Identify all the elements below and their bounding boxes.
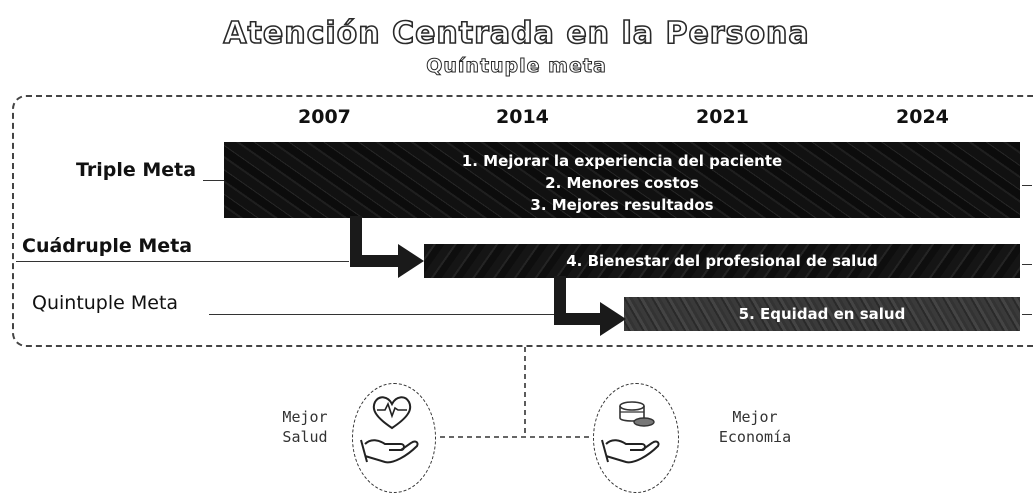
benefit-health-line1: Mejor xyxy=(282,408,328,426)
elbow-arrow-2 xyxy=(554,276,626,336)
page-title: Atención Centrada en la Persona xyxy=(223,15,810,52)
right-tick-cuadruple xyxy=(1022,264,1032,265)
benefit-health-label: Mejor Salud xyxy=(264,407,346,447)
goal-bar-triple: 1. Mejorar la experiencia del paciente 2… xyxy=(224,142,1020,218)
goal-text-3: 3. Mejores resultados xyxy=(530,196,714,214)
guide-line-quintuple xyxy=(209,314,555,315)
benefit-economy-line2: Economía xyxy=(718,428,792,446)
right-tick-triple xyxy=(1022,185,1032,186)
goal-text-4: 4. Bienestar del profesional de salud xyxy=(566,252,878,270)
benefit-economy-label: Mejor Economía xyxy=(700,407,810,447)
year-label-2014: 2014 xyxy=(496,106,549,128)
heart-in-hand-icon xyxy=(360,396,419,464)
benefit-economy-circle xyxy=(593,383,679,493)
year-label-2007: 2007 xyxy=(298,106,351,128)
row-label-quintuple-meta: Quintuple Meta xyxy=(32,292,179,314)
page-subtitle: Quíntuple meta xyxy=(426,55,607,78)
row-label-triple-meta: Triple Meta xyxy=(76,159,197,181)
year-label-2021: 2021 xyxy=(696,106,749,128)
timeline-frame xyxy=(12,95,1033,347)
right-tick-quintuple xyxy=(1022,314,1032,315)
guide-line-cuadruple xyxy=(16,261,349,262)
goal-bar-cuadruple: 4. Bienestar del profesional de salud xyxy=(424,244,1020,278)
year-label-2024: 2024 xyxy=(896,106,949,128)
benefit-health-circle xyxy=(352,383,436,493)
coins-in-hand-icon xyxy=(601,401,660,464)
row-label-cuadruple-meta: Cuádruple Meta xyxy=(22,235,193,257)
benefit-health-line2: Salud xyxy=(282,428,328,446)
goal-text-2: 2. Menores costos xyxy=(545,174,699,192)
benefit-economy-line1: Mejor xyxy=(732,408,778,426)
goal-bar-quintuple: 5. Equidad en salud xyxy=(624,297,1020,331)
goal-text-5: 5. Equidad en salud xyxy=(738,305,906,323)
guide-line-triple xyxy=(203,180,224,181)
elbow-arrow-1 xyxy=(350,216,424,278)
goal-text-1: 1. Mejorar la experiencia del paciente xyxy=(461,152,783,170)
